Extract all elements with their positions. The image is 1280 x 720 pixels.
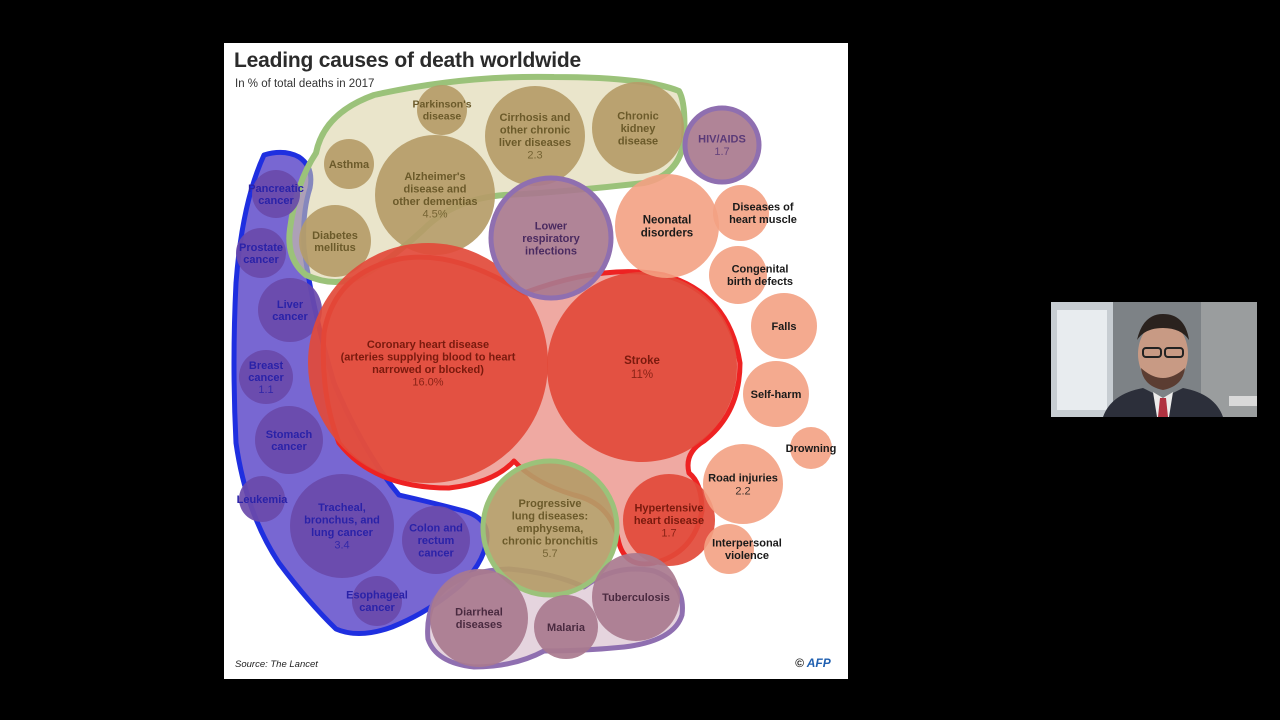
webcam-picture (1051, 302, 1257, 417)
bubble-lri (488, 175, 614, 301)
bubble-hypertensive (623, 474, 715, 566)
bubble-progressive (480, 458, 620, 598)
bubble-breast (239, 350, 293, 404)
copyright-symbol: © (795, 656, 804, 670)
bubble-label-selfharm: Self-harm (751, 389, 802, 401)
bubble-label-drowning: Drowning (786, 443, 837, 455)
bubble-drowning (790, 427, 832, 469)
bubble-label-falls: Falls (771, 321, 796, 333)
bubble-label-tuberculosis: Tuberculosis (602, 592, 670, 604)
presenter-webcam-icon (1051, 302, 1257, 417)
chart-title: Leading causes of death worldwide (234, 49, 581, 72)
credit: © AFP (795, 656, 831, 670)
bubble-interpersonal (704, 524, 754, 574)
bubble-hiv (682, 105, 762, 185)
bubble-asthma (324, 139, 374, 189)
source-note: Source: The Lancet (235, 659, 318, 670)
bubble-label-leukemia: Leukemia (237, 494, 289, 506)
bubble-label-coronary: Coronary heart disease(arteries supplyin… (341, 339, 516, 389)
bubble-diarrheal (430, 569, 528, 667)
bubble-diabetes (299, 205, 371, 277)
bubble-stomach (255, 406, 323, 474)
bubble-congenital (709, 246, 767, 304)
bubble-parkinsons (417, 85, 467, 135)
bubble-label-asthma: Asthma (329, 159, 370, 171)
bubble-label-malaria: Malaria (547, 622, 586, 634)
chart-subtitle: In % of total deaths in 2017 (235, 78, 375, 90)
bubble-neonatal (615, 174, 719, 278)
bubble-alzheimers (375, 135, 495, 255)
bubble-prostate (236, 228, 286, 278)
bubble-selfharm (743, 361, 809, 427)
bubble-falls (751, 293, 817, 359)
bubble-malaria (534, 595, 598, 659)
bubble-stroke (547, 272, 737, 462)
bubble-road (703, 444, 783, 524)
bubble-colon (402, 506, 470, 574)
afp-logo: AFP (806, 656, 831, 670)
bubble-kidney (592, 82, 684, 174)
bubble-liver (258, 278, 322, 342)
bubble-coronary (308, 243, 548, 483)
bubble-esophageal (352, 576, 402, 626)
bubble-tuberculosis (592, 553, 680, 641)
bubble-pancreatic (252, 170, 300, 218)
bubble-heart-muscle (713, 185, 769, 241)
bubble-lung (290, 474, 394, 578)
bubble-cirrhosis (485, 86, 585, 186)
bubble-leukemia (239, 476, 285, 522)
